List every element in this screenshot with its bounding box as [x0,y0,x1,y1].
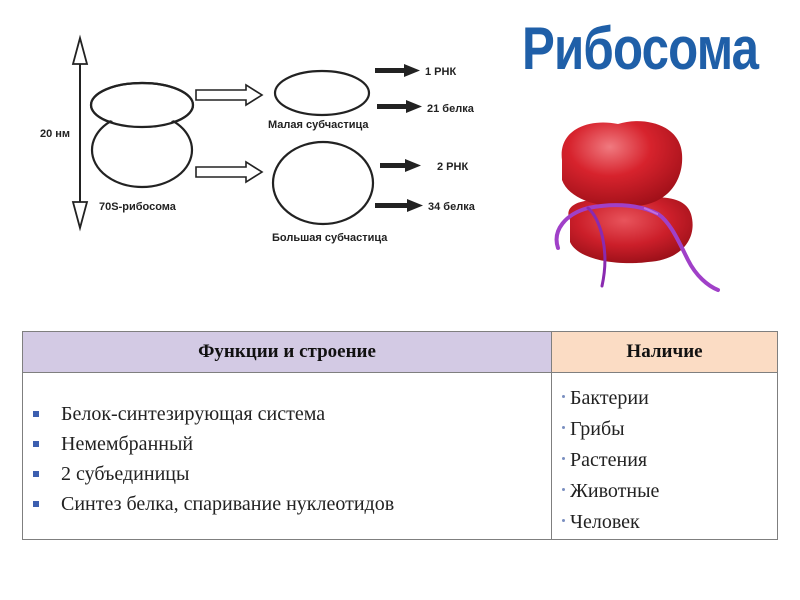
large-proteins-label: 34 белка [428,201,476,213]
dot-icon [562,395,565,398]
ribosome-info-table: Функции и строение Наличие Белок-синтези… [22,331,778,540]
large-subunit-label: Большая субчастица [272,232,388,244]
list-item: Белок-синтезирующая система [33,399,551,429]
bullet-icon [33,501,39,507]
bullet-icon [33,411,39,417]
size-scale-arrow [71,34,89,232]
arrow-small-proteins [377,100,422,113]
list-item: Человек [562,507,777,538]
list-item: Бактерии [562,383,777,414]
arrow-to-small-subunit [195,83,264,107]
arrow-to-large-subunit [195,160,264,184]
page-title: Рибосома [522,15,759,82]
presence-list: Бактерии Грибы Растения Животные Человек [552,373,777,538]
features-list: Белок-синтезирующая система Немембранный… [23,373,551,519]
small-proteins-label: 21 белка [427,103,475,115]
bullet-icon [33,471,39,477]
small-subunit-shape [273,69,371,117]
ribosome-3d-illustration [554,121,720,292]
large-rna-label: 2 РНК [437,161,468,173]
small-subunit-blob [561,121,683,207]
dot-icon [562,426,565,429]
functions-cell: Белок-синтезирующая система Немембранный… [22,372,552,540]
arrow-small-rna [375,64,420,77]
whole-ribosome-label: 70S-рибосома [99,201,177,213]
list-item: Животные [562,476,777,507]
bullet-icon [33,441,39,447]
small-rna-label: 1 РНК [425,66,456,78]
large-subunit-blob [568,197,693,264]
list-item: Синтез белка, спаривание нуклеотидов [33,489,551,519]
list-item: Немембранный [33,429,551,459]
arrow-large-rna [380,159,421,172]
list-item: 2 субъединицы [33,459,551,489]
header-functions: Функции и строение [22,331,552,373]
arrow-large-proteins [375,199,423,212]
header-presence: Наличие [551,331,778,373]
presence-cell: Бактерии Грибы Растения Животные Человек [551,372,778,540]
list-item: Растения [562,445,777,476]
dot-icon [562,519,565,522]
size-label: 20 нм [40,128,70,140]
dot-icon [562,457,565,460]
large-subunit-shape [271,140,375,226]
dot-icon [562,488,565,491]
small-subunit-label: Малая субчастица [268,119,369,131]
ribosome-structure-diagram: 20 нм 70S-рибосома Малая субчастица Боль… [40,34,476,244]
list-item: Грибы [562,414,777,445]
